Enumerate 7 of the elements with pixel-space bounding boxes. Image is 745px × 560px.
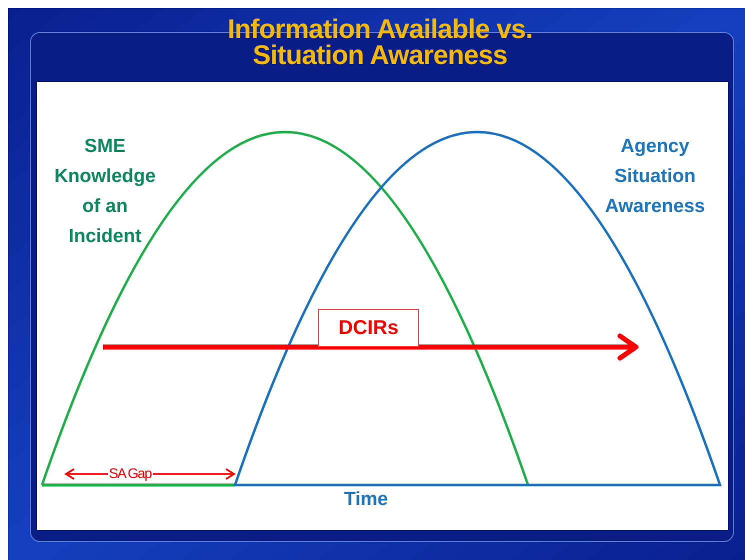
curve-label: SME Knowledge of an Incident xyxy=(53,135,157,249)
axis-label: Time xyxy=(342,488,389,512)
curve-label: Agency Situation Awareness xyxy=(604,135,706,219)
label-box xyxy=(318,309,419,347)
title: Information Available vs. Situation Awareness xyxy=(226,16,534,68)
dimension-label: SA Gap xyxy=(108,464,152,483)
box-label: DCIRs xyxy=(338,316,398,341)
